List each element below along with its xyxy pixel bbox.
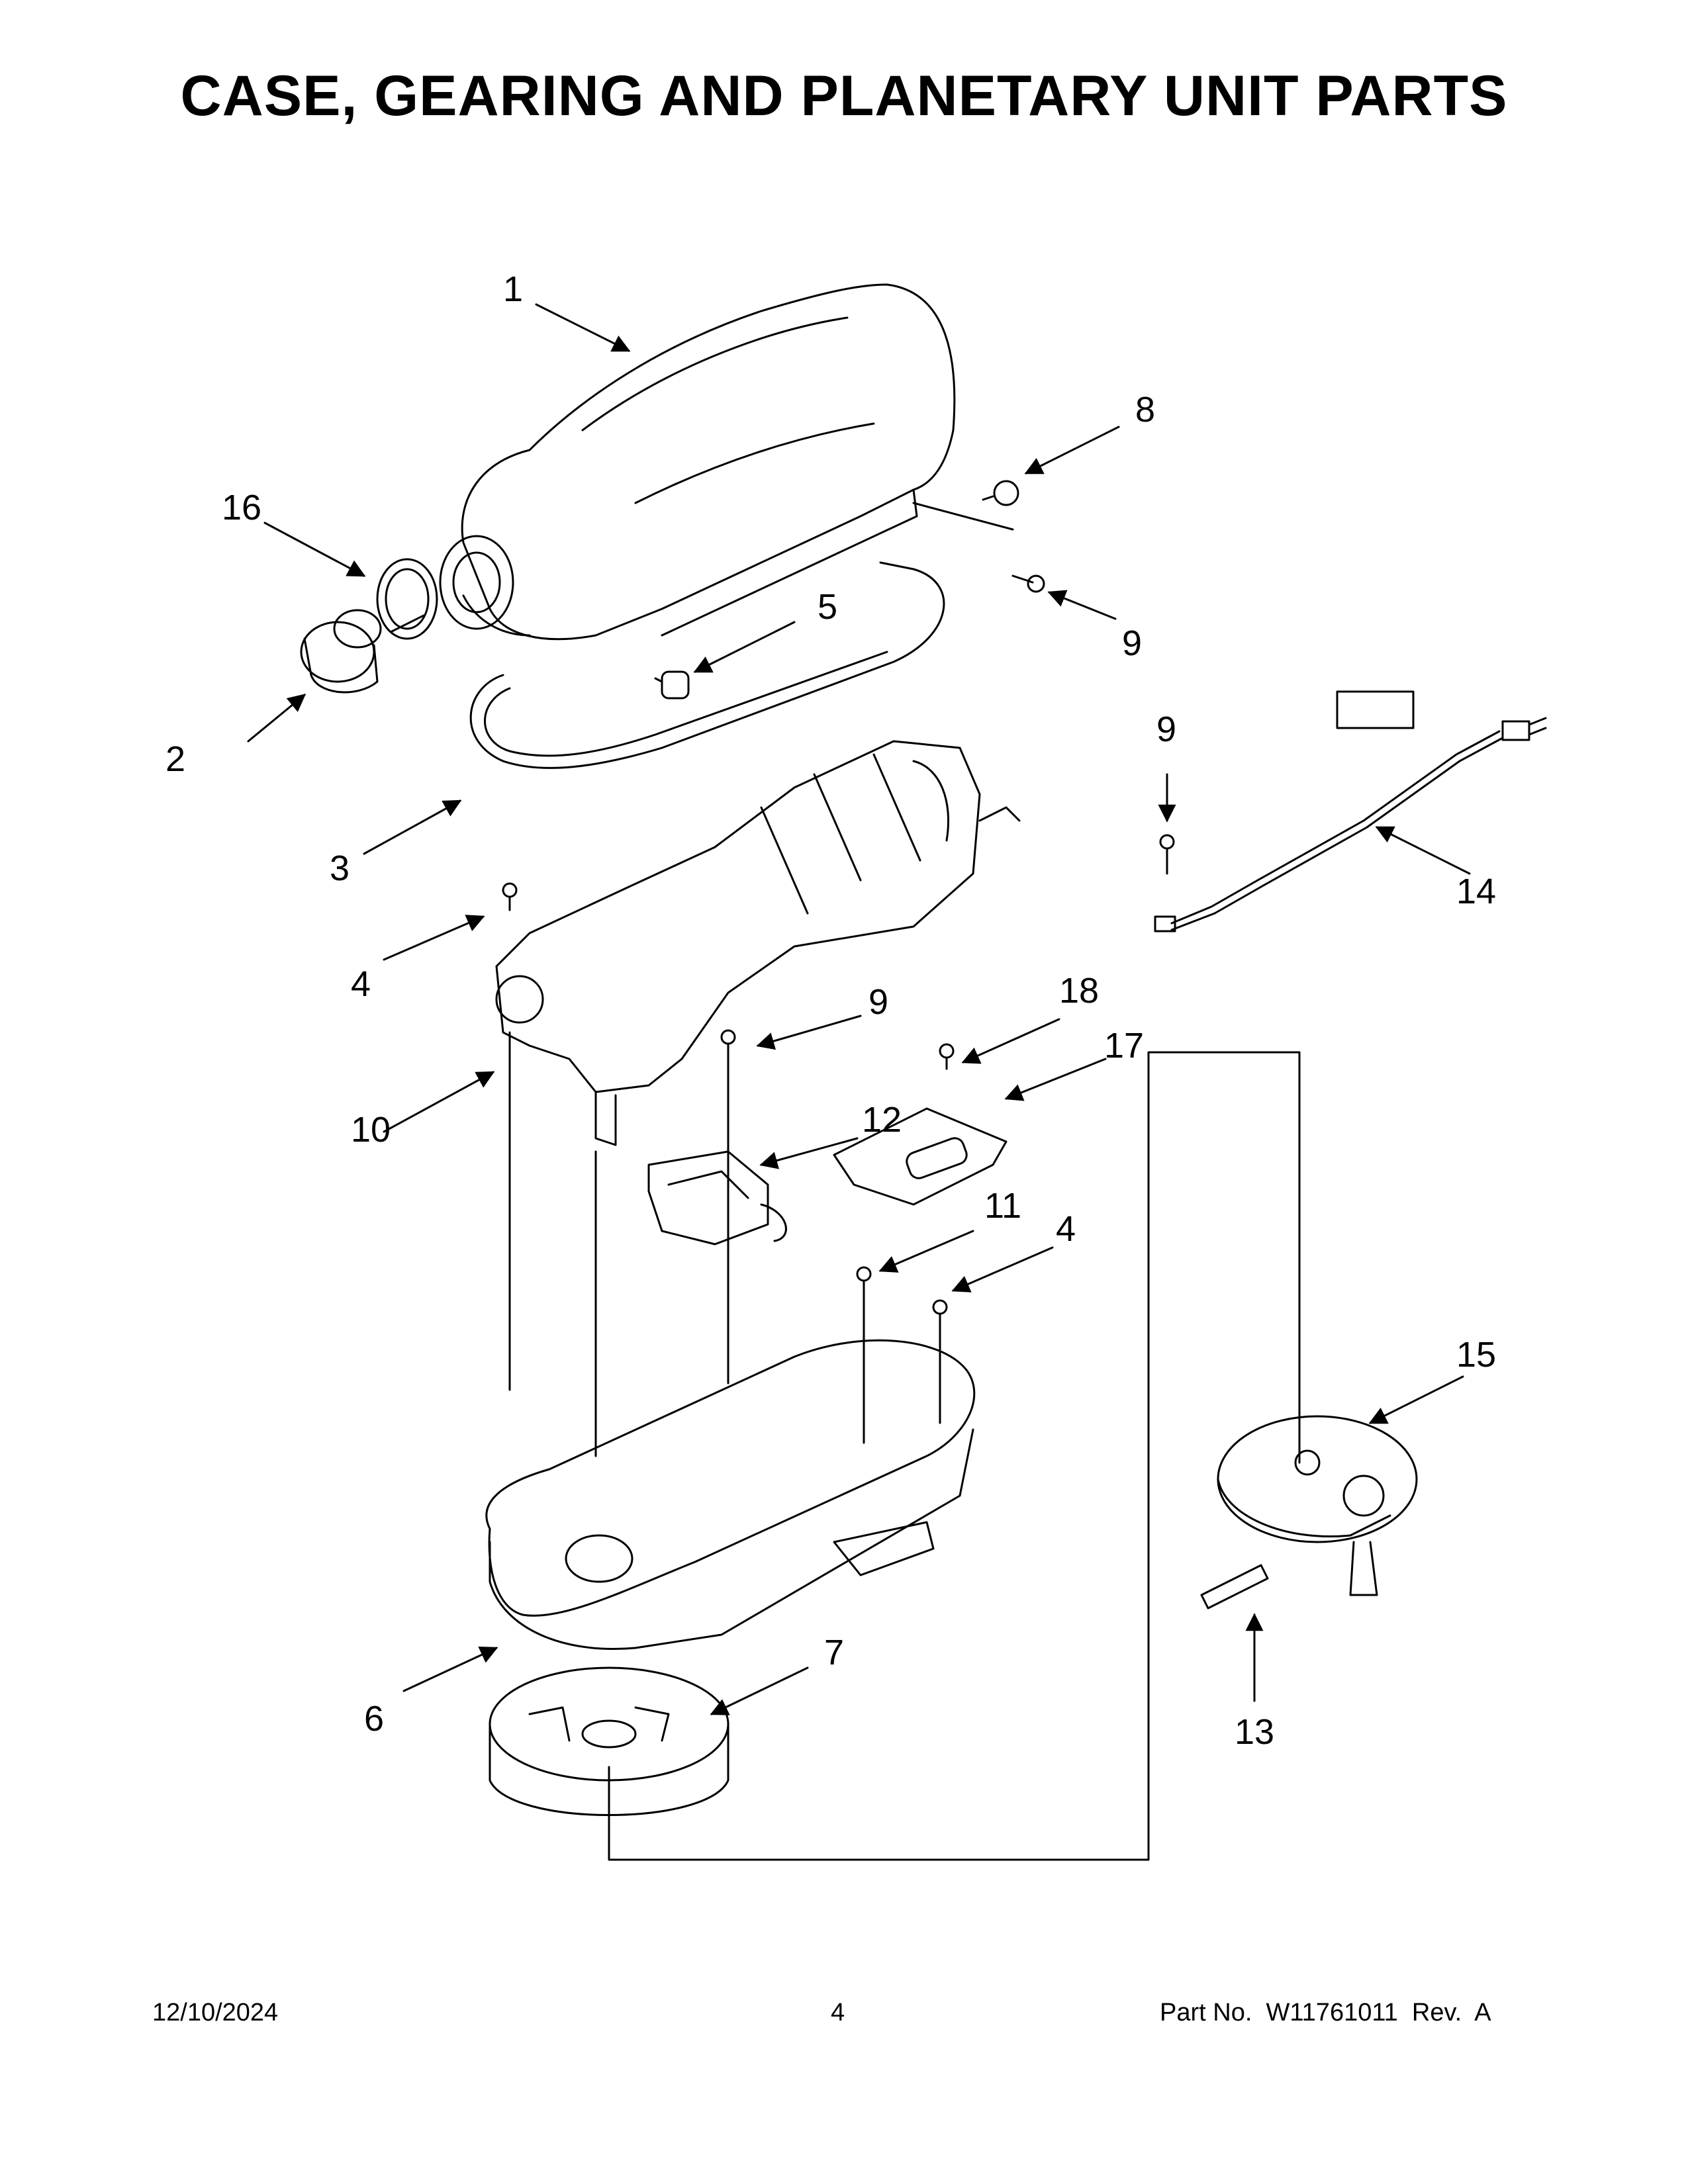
callout-17: 17 <box>1104 1026 1145 1066</box>
plate-part-17 <box>833 1107 1008 1206</box>
callout-9a: 9 <box>1122 623 1143 663</box>
base-part-6 <box>485 1339 976 1650</box>
page-title: CASE, GEARING AND PLANETARY UNIT PARTS <box>180 64 1508 128</box>
gear-housing-motor-part-10 <box>495 740 1021 1146</box>
footer-page: 4 <box>831 1999 845 2026</box>
screw-part-9b <box>1159 834 1175 875</box>
cap-part-2 <box>300 609 382 694</box>
callout-2: 2 <box>165 739 186 779</box>
callout-10: 10 <box>351 1110 391 1150</box>
screw-part-4a <box>502 882 518 911</box>
control-board-part-12 <box>647 1150 787 1246</box>
screw-part-5 <box>654 670 690 700</box>
callout-6: 6 <box>364 1699 385 1739</box>
callout-8: 8 <box>1135 390 1156 430</box>
power-cord-part-14 <box>1154 690 1547 933</box>
callout-16: 16 <box>222 488 262 527</box>
callout-3: 3 <box>330 848 350 888</box>
assembly-lines <box>389 502 1301 1861</box>
callout-13: 13 <box>1235 1712 1275 1752</box>
screw-part-8 <box>982 480 1019 506</box>
screw-part-11 <box>856 1266 872 1305</box>
screw-part-9a <box>1011 574 1045 593</box>
callout-leaders <box>247 303 1471 1715</box>
callout-7: 7 <box>824 1633 845 1672</box>
callout-9b: 9 <box>1156 709 1177 749</box>
callout-4: 4 <box>351 964 371 1004</box>
screw-part-9c <box>720 1029 736 1060</box>
gasket-part-3 <box>469 561 945 769</box>
screw-part-4b <box>932 1299 948 1325</box>
callout-18: 18 <box>1059 971 1100 1011</box>
footer-part-number: Part No. W11761011 Rev. A <box>1160 1999 1491 2026</box>
footer-date: 12/10/2024 <box>152 1999 279 2026</box>
planetary-unit-part-15 <box>1217 1415 1418 1596</box>
callout-14: 14 <box>1456 872 1497 911</box>
callout-5: 5 <box>818 587 838 627</box>
callout-15: 15 <box>1456 1335 1497 1375</box>
callout-11: 11 <box>984 1186 1022 1226</box>
callout-9c: 9 <box>868 982 889 1022</box>
callout-12: 12 <box>862 1100 902 1140</box>
callout-1: 1 <box>503 269 524 309</box>
callout-4b: 4 <box>1056 1209 1076 1249</box>
case-housing-part-1 <box>439 283 956 641</box>
screw-part-18 <box>939 1043 955 1070</box>
shaft-part-13 <box>1200 1564 1269 1610</box>
ring-part-16 <box>376 558 438 640</box>
